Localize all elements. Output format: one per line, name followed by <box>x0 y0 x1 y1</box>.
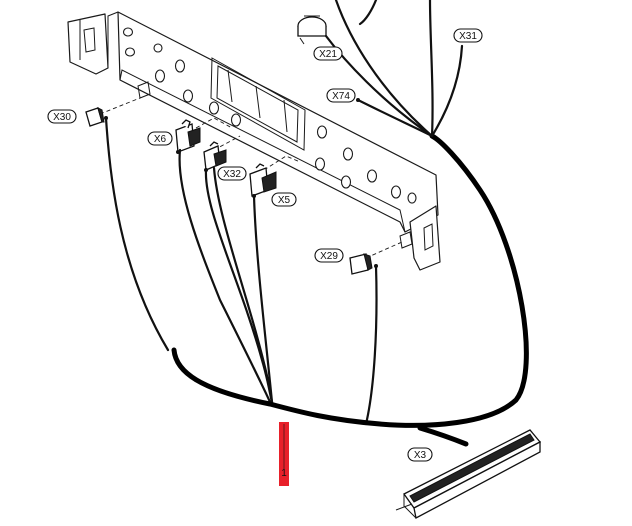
connector-x6 <box>175 119 201 153</box>
label-x30: X30 <box>47 109 77 124</box>
leader-dots <box>104 98 378 268</box>
label-x6: X6 <box>147 131 173 146</box>
label-x6-text: X6 <box>154 134 167 145</box>
label-x32-text: X32 <box>223 169 241 180</box>
label-x29-text: X29 <box>320 251 338 262</box>
label-x74: X74 <box>326 88 356 103</box>
label-x5: X5 <box>271 192 297 207</box>
label-x32: X32 <box>217 166 247 181</box>
connector-x3-terminal-strip <box>395 429 542 519</box>
label-x74-text: X74 <box>332 91 350 102</box>
label-x29: X29 <box>314 248 344 263</box>
connector-x5 <box>249 163 277 197</box>
wiring-harness <box>104 0 529 447</box>
label-x30-text: X30 <box>53 112 71 123</box>
label-x3: X3 <box>407 447 433 462</box>
connector-x30 <box>85 107 105 127</box>
connector-x21 <box>297 15 327 45</box>
connector-x29 <box>349 253 373 275</box>
label-x31: X31 <box>453 28 483 43</box>
assembly-guide-lines <box>99 97 403 259</box>
label-x21: X21 <box>313 46 343 61</box>
label-x31-text: X31 <box>459 31 477 42</box>
label-x5-text: X5 <box>278 195 291 206</box>
position-marker-number: 1 <box>281 468 287 479</box>
connector-x32 <box>203 141 227 171</box>
position-marker: 1 <box>279 422 289 486</box>
mounting-bracket <box>67 11 441 271</box>
label-x3-text: X3 <box>414 450 427 461</box>
label-x21-text: X21 <box>319 49 337 60</box>
